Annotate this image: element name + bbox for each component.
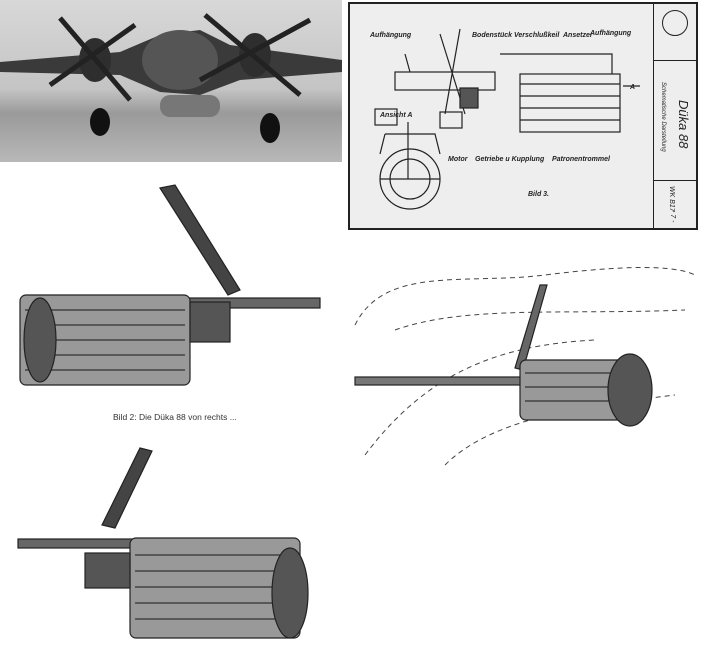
label-drum: Patronentrommel [552,156,610,163]
title: Düka 88 [676,100,691,149]
gun-drawing-left-view [17,447,309,639]
schematic-drawing: Aufhängung Bodenstück Verschlußkeil Anse… [348,2,698,230]
label-suspension-right: Aufhängung [590,30,632,37]
label-gearbox: Getriebe u Kupplung [475,156,545,163]
gun-drawing-right-view [19,184,321,386]
label-rammer: Ansetzer [563,32,593,39]
label-figure: Bild 3. [528,191,550,198]
label-motor: Motor [448,156,468,163]
aircraft-silhouette [0,13,342,143]
title-block: Düka 88 Schematische Darstellung WK B17 … [653,4,696,228]
figure-caption: Bild 2: Die Düka 88 von rechts ... [113,412,237,422]
code: WK B17 [668,186,675,212]
label-view-a: Ansicht A [380,112,413,119]
seal-logo [662,10,688,36]
label-view-arrow: A [630,84,636,91]
subtitle: Schematische Darstellung [660,82,666,152]
page-number: - 7 - [669,210,676,223]
label-breech: Bodenstück [472,32,513,39]
aircraft-photo [0,0,342,162]
schematic-lines [374,28,640,210]
label-suspension-left: Aufhängung [370,32,412,39]
label-breech-wedge: Verschlußkeil [514,32,560,39]
gun-installation-sketch [354,267,696,466]
